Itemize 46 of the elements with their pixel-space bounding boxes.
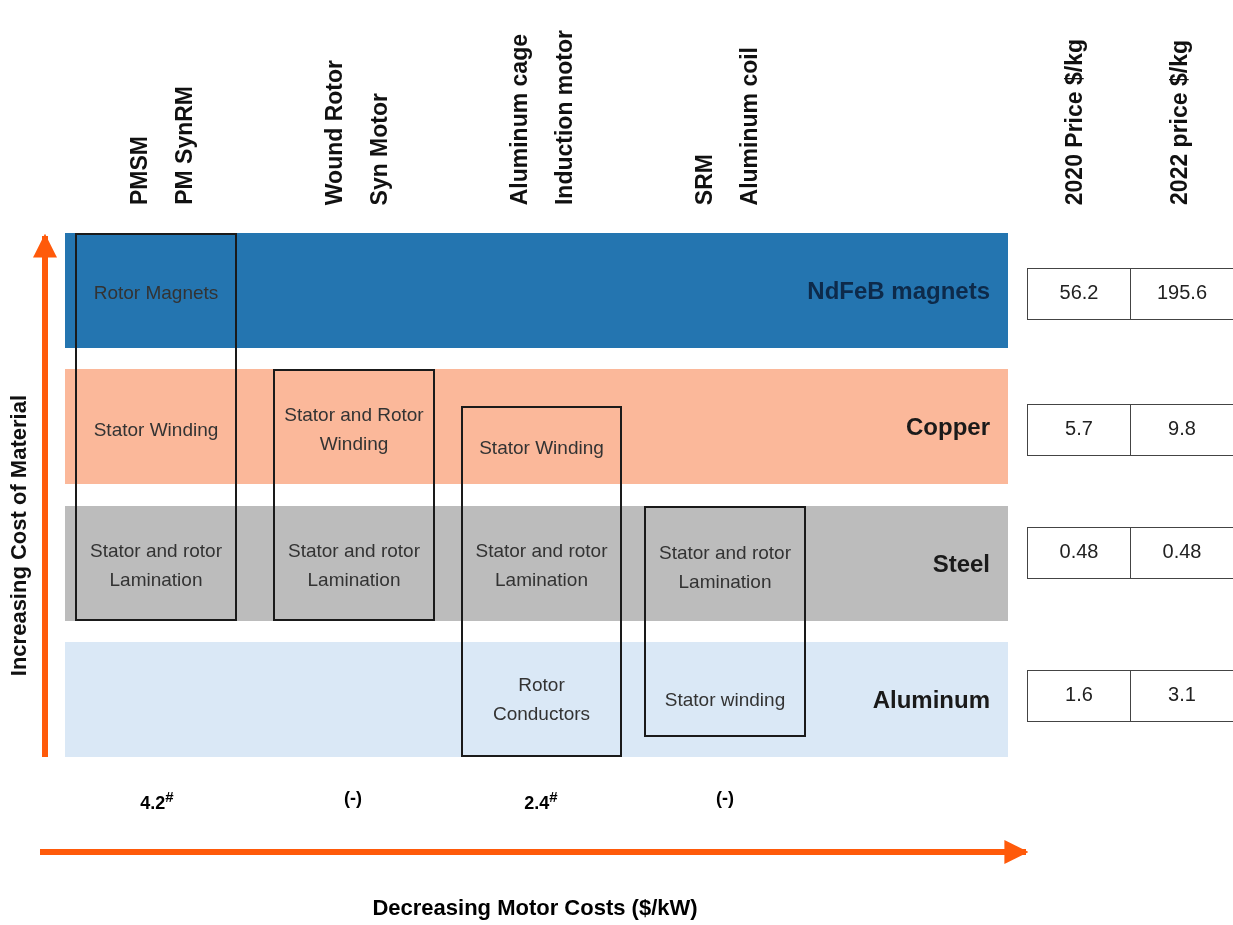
material-label: Steel	[932, 549, 990, 578]
column-heading: Syn Motor	[366, 92, 393, 205]
column-heading: PM SynRM	[171, 86, 198, 205]
price-value: 9.8	[1130, 404, 1233, 456]
cost-value: 4.2$^{#}$	[139, 788, 175, 814]
column-heading: SRM	[691, 153, 718, 205]
price-value: 56.2	[1027, 268, 1131, 320]
material-band	[65, 642, 1008, 757]
column-heading: 2022 price $/kg	[1166, 40, 1193, 205]
material-band	[65, 369, 1008, 484]
material-label: Aluminum	[872, 685, 990, 714]
component-label: Stator and Rotor Winding	[283, 403, 425, 456]
motor-outline	[644, 506, 806, 737]
material-label: Copper	[906, 412, 990, 441]
component-label: Rotor Conductors	[491, 673, 592, 726]
component-label: Stator Winding	[478, 435, 605, 460]
component-label: Stator and rotor Lamination	[474, 539, 609, 592]
component-label: Stator winding	[663, 687, 787, 712]
price-value: 3.1	[1130, 670, 1233, 722]
material-band	[65, 506, 1008, 621]
motor-outline	[75, 233, 237, 621]
motor-outline	[461, 406, 622, 757]
column-heading: Aluminum cage	[506, 33, 533, 205]
cost-value: 2.4$^{#}$	[523, 788, 559, 814]
price-value: 1.6	[1027, 670, 1131, 722]
price-value: 5.7	[1027, 404, 1131, 456]
component-label: Rotor Magnets	[92, 280, 220, 305]
price-value: 0.48	[1027, 527, 1131, 579]
column-heading: Wound Rotor	[321, 59, 348, 205]
column-heading: 2020 Price $/kg	[1061, 38, 1088, 205]
component-label: Stator and rotor Lamination	[287, 539, 421, 592]
axis-title: Increasing Cost of Material	[6, 395, 32, 677]
component-label: Stator Winding	[92, 417, 220, 442]
column-heading: Aluminum coil	[736, 46, 763, 205]
motor-outline	[273, 369, 435, 621]
column-heading: PMSM	[126, 136, 153, 205]
axis-title: Decreasing Motor Costs ($/kW)	[371, 895, 699, 921]
cost-value: (-)	[715, 788, 735, 809]
column-heading: Induction motor	[551, 29, 578, 205]
cost-value: (-)	[343, 788, 363, 809]
component-label: Stator and rotor Lamination	[89, 539, 223, 592]
price-value: 195.6	[1130, 268, 1233, 320]
material-band	[65, 233, 1008, 348]
material-label: NdFeB magnets	[807, 276, 990, 305]
price-value: 0.48	[1130, 527, 1233, 579]
component-label: Stator and rotor Lamination	[658, 541, 792, 594]
